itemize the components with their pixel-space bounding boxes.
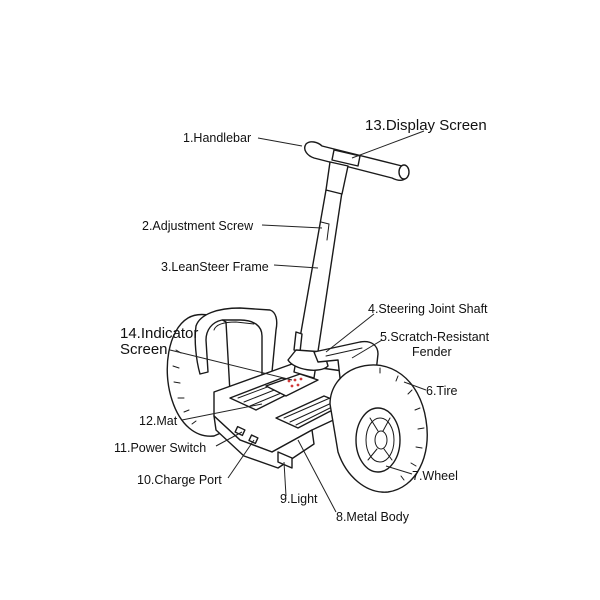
label-leansteer-frame: 3.LeanSteer Frame xyxy=(161,260,269,274)
leader-metal-body xyxy=(297,439,337,513)
label-adjustment-screw: 2.Adjustment Screw xyxy=(142,219,254,233)
leader-leansteer-frame xyxy=(273,264,319,269)
leader-handlebar xyxy=(257,137,303,147)
leader-adjustment-screw xyxy=(261,224,323,229)
label-metal-body: 8.Metal Body xyxy=(336,510,410,524)
left-fender xyxy=(194,307,278,379)
leader-mat xyxy=(181,403,263,421)
label-power-switch: 11.Power Switch xyxy=(114,441,206,455)
light-part xyxy=(277,451,293,469)
label-wheel: 7.Wheel xyxy=(412,469,458,483)
label-tire: 6.Tire xyxy=(426,384,458,398)
leader-light xyxy=(283,461,287,497)
part-labels: 1.Handlebar 13.Display Screen 2.Adjustme… xyxy=(114,117,490,524)
label-light: 9.Light xyxy=(280,492,318,506)
leader-charge-port xyxy=(227,439,255,479)
leader-indicator xyxy=(169,349,293,381)
label-indicator-line2: Screen xyxy=(120,341,168,358)
handlebar xyxy=(304,141,410,195)
leader-wheel xyxy=(385,465,413,475)
leader-display-screen xyxy=(351,130,425,159)
indicator-lights xyxy=(287,377,303,388)
segway-illustration xyxy=(166,141,428,493)
label-steering-joint-shaft: 4.Steering Joint Shaft xyxy=(368,302,488,316)
right-tire xyxy=(329,364,428,493)
leader-steering-joint xyxy=(325,313,375,353)
label-indicator-line1: 14.Indicator xyxy=(120,325,198,342)
leader-fender xyxy=(351,339,383,359)
label-charge-port: 10.Charge Port xyxy=(137,473,222,487)
label-fender-line2: Fender xyxy=(412,345,452,359)
label-mat: 12.Mat xyxy=(139,414,178,428)
leader-power-switch xyxy=(215,431,243,447)
wheel-hub xyxy=(355,407,401,473)
label-handlebar: 1.Handlebar xyxy=(183,131,251,145)
leader-tire xyxy=(403,381,427,391)
label-fender-line1: 5.Scratch-Resistant xyxy=(380,330,490,344)
label-display-screen: 13.Display Screen xyxy=(365,117,487,134)
leader-lines xyxy=(169,130,427,513)
